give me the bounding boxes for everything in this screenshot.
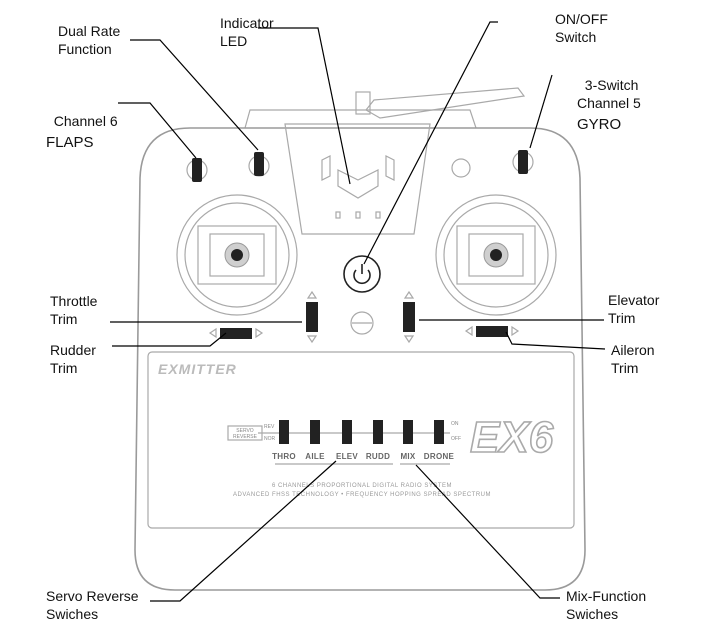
center-face <box>284 123 431 235</box>
carry-handle <box>244 109 477 129</box>
right-gimbal <box>435 194 557 316</box>
label-plate <box>147 351 575 529</box>
indicator-led <box>321 155 395 219</box>
neck-strap-hole <box>350 311 374 335</box>
antenna <box>244 87 526 129</box>
leader-gyro <box>529 74 553 149</box>
callout-aileron-trim: Aileron Trim <box>611 342 655 376</box>
power-button <box>343 255 381 293</box>
callout-indicator-led: Indicator LED <box>220 15 274 49</box>
rudder-trim <box>208 327 264 339</box>
leader-aileron-trim <box>505 331 606 350</box>
antenna-base <box>355 91 371 115</box>
channel-label-aile: AILE <box>305 452 325 461</box>
servo-reverse-label-2: REVERSE <box>233 434 258 440</box>
dip-switches <box>279 420 444 444</box>
channel-label-elev: ELEV <box>336 452 358 461</box>
dip-switch-thro <box>279 420 289 444</box>
dip-switch-elev <box>342 420 352 444</box>
dual-rate-switch <box>248 152 270 177</box>
aileron-trim <box>464 325 520 337</box>
callout-switch3-title: 3-Switch Channel 5 <box>577 77 641 111</box>
callout-switch3-sub: GYRO <box>577 116 622 133</box>
brand-logo: EXMITTER <box>158 361 237 377</box>
dip-switch-drone <box>434 420 444 444</box>
throttle-trim <box>306 290 318 344</box>
leader-lines <box>110 21 606 602</box>
callout-servo-reverse: Servo Reverse Swiches <box>46 588 139 622</box>
leader-channel6 <box>118 102 197 159</box>
callout-throttle-trim: Throttle Trim <box>50 293 98 327</box>
leader-dual-rate <box>130 39 259 151</box>
on-label: ON <box>451 421 459 427</box>
dip-switch-aile <box>310 420 320 444</box>
callout-mix-function: Mix-Function Swiches <box>566 588 647 622</box>
strapline-1: 6 CHANNELS PROPORTIONAL DIGITAL RADIO SY… <box>272 483 452 489</box>
callout-rudder-trim: Rudder Trim <box>50 342 96 376</box>
model-logo: EX6 <box>470 413 554 462</box>
rev-label: REV <box>264 424 275 430</box>
antenna-rod <box>365 87 526 119</box>
leader-servo-reverse <box>150 460 337 602</box>
callout-channel6-title: Channel 6 <box>53 113 118 129</box>
gyro-switch <box>512 150 534 174</box>
callout-elevator-trim: Elevator Trim <box>608 292 660 326</box>
channel-label-rudd: RUDD <box>366 452 390 461</box>
callout-on-off: ON/OFF Switch <box>555 11 608 45</box>
left-gimbal <box>176 194 298 316</box>
servo-reverse-label-1: SERVO <box>236 428 254 434</box>
dip-switch-rudd <box>373 420 383 444</box>
leader-indicator-led <box>258 27 351 185</box>
channel-label-thro: THRO <box>272 452 296 461</box>
nor-label: NOR <box>264 436 276 442</box>
channel-label-mix: MIX <box>400 452 415 461</box>
leader-rudder-trim <box>112 332 227 347</box>
elevator-trim <box>403 290 415 344</box>
callout-switch3: 3-Switch Channel 5 GYRO <box>577 58 641 152</box>
off-label: OFF <box>451 436 461 442</box>
leader-mix-function <box>415 464 560 599</box>
dip-switch-mix <box>403 420 413 444</box>
channel-label-drone: DRONE <box>424 452 455 461</box>
leader-on-off <box>363 21 498 265</box>
callout-channel6: Channel 6 FLAPS <box>46 94 118 170</box>
transmitter-body <box>134 127 586 591</box>
callout-channel6-sub: FLAPS <box>46 134 94 151</box>
speaker-hole <box>451 158 471 178</box>
callout-dual-rate: Dual Rate Function <box>58 23 121 57</box>
channel6-switch <box>186 158 208 182</box>
strapline-2: ADVANCED FHSS TECHNOLOGY • FREQUENCY HOP… <box>233 492 491 498</box>
